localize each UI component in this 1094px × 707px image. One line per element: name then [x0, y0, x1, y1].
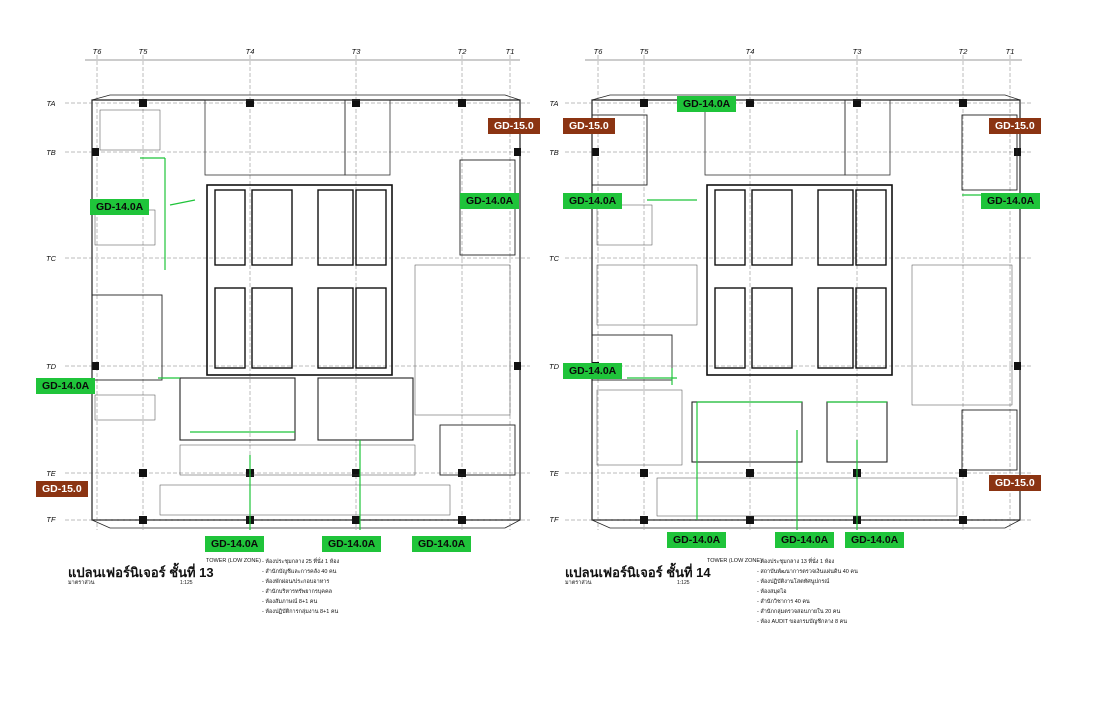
grid-col-label: T6 — [593, 47, 603, 56]
legend-item: - สำนักกลุ่มตรวจสอบภายใน 20 คน — [757, 609, 841, 615]
floor-13-drawing — [65, 55, 530, 530]
detail-tag[interactable]: GD-15.0 — [989, 475, 1041, 491]
section-tag[interactable]: GD-14.0A — [412, 536, 472, 552]
legend-heading: TOWER (LOW ZONE) — [707, 558, 762, 564]
section-tag[interactable]: GD-14.0A — [667, 532, 727, 548]
grid-col-label: T1 — [1005, 47, 1015, 56]
section-tag[interactable]: GD-14.0A — [845, 532, 905, 548]
plan-scale: 1:125 — [180, 580, 193, 586]
grid-col-label: T3 — [351, 47, 361, 56]
legend-item: - สำนักบัญชีและการคลัง 40 คน — [262, 569, 337, 575]
detail-tag[interactable]: GD-15.0 — [989, 118, 1041, 134]
grid-row-label: TC — [46, 254, 56, 263]
grid-row-label: TE — [549, 469, 559, 478]
floor-13-plan: T6 T5 T4 T3 T2 T1 TA TB TC TD TE TF GD-1… — [36, 47, 540, 615]
legend-item: - ห้องสมุดไอ — [757, 589, 787, 595]
legend-item: - สถาบันพัฒนาการตรวจเงินแผ่นดิน 40 คน — [757, 569, 858, 575]
plan-title: แปลนเฟอร์นิเจอร์ ชั้นที่ 14 — [565, 565, 711, 580]
grid-row-label: TD — [46, 362, 56, 371]
detail-tag[interactable]: GD-15.0 — [563, 118, 615, 134]
grid-col-label: T4 — [745, 47, 755, 56]
section-tag[interactable]: GD-14.0A — [36, 378, 96, 394]
legend-item: - ห้อง AUDIT ของกรมบัญชีกลาง 8 คน — [757, 619, 848, 625]
grid-col-label: T4 — [245, 47, 255, 56]
section-tag[interactable]: GD-14.0A — [205, 536, 265, 552]
grid-row-label: TB — [549, 148, 559, 157]
grid-col-label: T5 — [138, 47, 148, 56]
grid-col-label: T6 — [92, 47, 102, 56]
grid-col-label: T3 — [852, 47, 862, 56]
detail-tag[interactable]: GD-15.0 — [36, 481, 88, 497]
legend-item: - ห้องประชุมกลาง 13 ที่นั่ง 1 ห้อง — [757, 559, 835, 565]
section-tag[interactable]: GD-14.0A — [460, 193, 520, 209]
grid-row-label: TF — [549, 515, 559, 524]
floor-14-drawing — [565, 55, 1032, 530]
legend-item: - ห้องสัมภาษณ์ 8+1 คน — [262, 599, 318, 605]
plan-subtitle: มาตราส่วน — [68, 580, 95, 586]
grid-row-label: TD — [549, 362, 559, 371]
grid-col-label: T1 — [505, 47, 515, 56]
plan-scale: 1:125 — [677, 580, 690, 586]
grid-col-label: T2 — [457, 47, 467, 56]
section-tag[interactable]: GD-14.0A — [322, 536, 382, 552]
section-tag[interactable]: GD-14.0A — [563, 363, 623, 379]
section-tag[interactable]: GD-14.0A — [563, 193, 623, 209]
floor-14-plan: T6 T5 T4 T3 T2 T1 TA TB TC TD TE TF GD-1… — [547, 0, 1094, 707]
grid-row-label: TA — [46, 99, 56, 108]
section-tag[interactable]: GD-14.0A — [677, 96, 737, 112]
section-tag[interactable]: GD-14.0A — [981, 193, 1041, 209]
legend-item: - ห้องประชุมกลาง 25 ที่นั่ง 1 ห้อง — [262, 559, 340, 565]
detail-tag[interactable]: GD-15.0 — [488, 118, 540, 134]
legend-item: - สำนักวิชาการ 40 คน — [757, 599, 810, 605]
grid-col-label: T2 — [958, 47, 968, 56]
plan-subtitle: มาตราส่วน — [565, 580, 592, 586]
legend-item: - ห้องปฏิบัติงานโสตทัศนูปกรณ์ — [757, 579, 830, 585]
legend-item: - ห้องปฏิบัติการกลุ่มงาน 8+1 คน — [262, 609, 339, 615]
section-tag[interactable]: GD-14.0A — [775, 532, 835, 548]
legend-heading: TOWER (LOW ZONE) — [206, 558, 261, 564]
grid-row-label: TC — [549, 254, 559, 263]
plan-title: แปลนเฟอร์นิเจอร์ ชั้นที่ 13 — [68, 565, 214, 580]
legend-item: - ห้องพักผ่อน/ประกอบอาหาร — [262, 579, 330, 585]
grid-row-label: TA — [549, 99, 559, 108]
section-tag[interactable]: GD-14.0A — [90, 199, 150, 215]
legend-item: - สำนักบริหารทรัพยากรบุคคล — [262, 589, 333, 595]
grid-col-label: T5 — [639, 47, 649, 56]
grid-row-label: TE — [46, 469, 56, 478]
grid-row-label: TF — [46, 515, 56, 524]
grid-row-label: TB — [46, 148, 56, 157]
